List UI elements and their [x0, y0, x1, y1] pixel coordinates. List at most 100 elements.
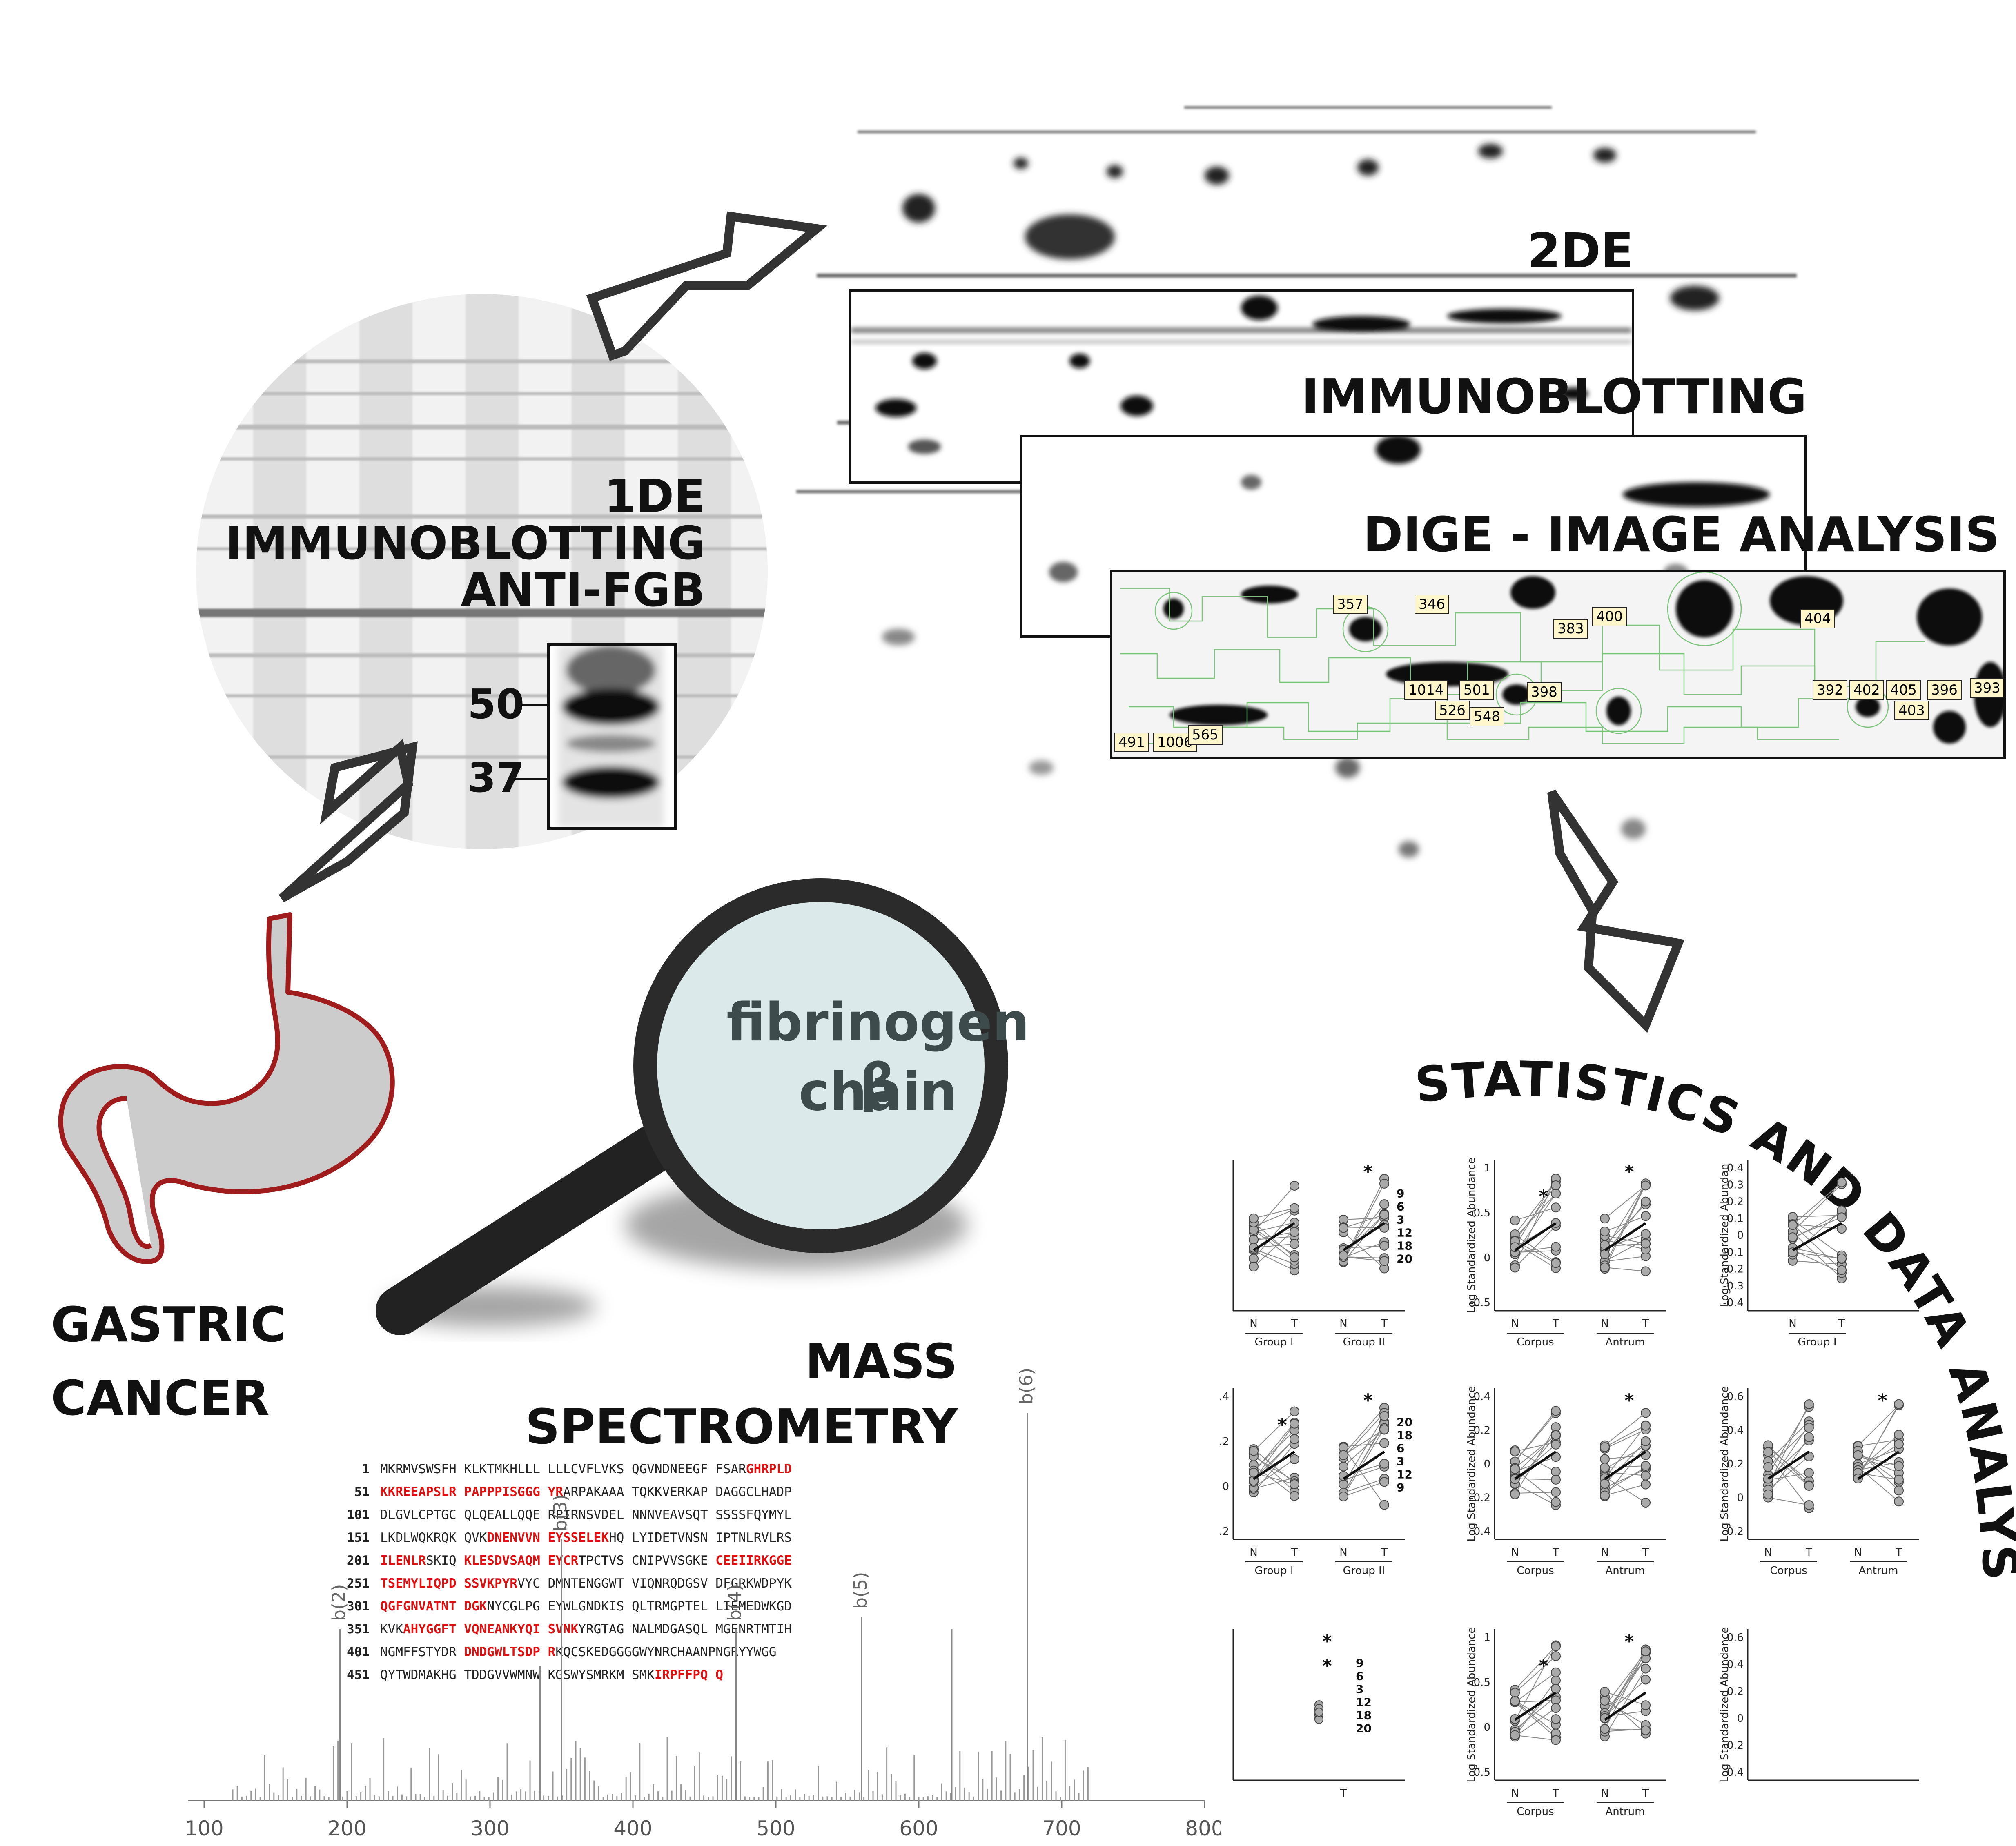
spot-label: 404 — [1800, 609, 1835, 628]
point-annotation: 12 — [1356, 1696, 1372, 1709]
sequence-residues: QVK — [464, 1530, 487, 1545]
data-point — [1641, 1663, 1651, 1674]
data-point — [1339, 1461, 1348, 1472]
data-point — [1290, 1180, 1299, 1191]
sequence-residues: QYTWDMAKHG — [380, 1668, 457, 1682]
panel-y-tick: 0 — [1737, 1492, 1744, 1504]
data-point — [1788, 1220, 1798, 1230]
mean-line — [1253, 1222, 1295, 1251]
point-annotation: 12 — [1397, 1468, 1412, 1481]
panel-y-tick: 0.6 — [1727, 1391, 1744, 1403]
data-point — [1290, 1434, 1299, 1444]
data-point — [1249, 1213, 1259, 1223]
pair-line — [1253, 1430, 1295, 1471]
spot-label: 1014 — [1404, 680, 1448, 700]
panel-group-label: Group II — [1343, 1565, 1385, 1577]
sequence-residues: HQ — [608, 1530, 624, 1545]
sequence-residues: SMK — [631, 1668, 655, 1682]
panel-y-tick: 0.3 — [1727, 1179, 1744, 1191]
data-point — [1551, 1258, 1561, 1268]
sequence-line-number: 401 — [347, 1645, 370, 1659]
pair-line — [1343, 1407, 1385, 1455]
pair-line — [1768, 1421, 1809, 1462]
pair-line — [1768, 1452, 1809, 1486]
pair-line — [1604, 1185, 1646, 1269]
ion-label: b(6) — [1016, 1368, 1037, 1405]
data-point — [1510, 1688, 1520, 1698]
spot-label: 565 — [1188, 725, 1223, 745]
pair-line — [1792, 1210, 1842, 1255]
immunoblotting-label-2de: IMMUNOBLOTTING — [1301, 368, 1807, 425]
pair-line — [1515, 1434, 1556, 1475]
pair-line — [1343, 1204, 1385, 1256]
mean-line — [1514, 1222, 1557, 1251]
data-point — [1641, 1238, 1651, 1249]
panel-x-label: N — [1511, 1546, 1519, 1559]
spot-label: 400 — [1592, 607, 1627, 626]
panel-group-label: Corpus — [1517, 1806, 1554, 1818]
western-blot-image — [547, 643, 677, 830]
panel-x-label: T — [1642, 1546, 1649, 1559]
panel-y-label: Log Standardized Abundance — [1466, 1157, 1478, 1313]
panel-x-label: N — [1250, 1318, 1257, 1330]
sequence-covered-peptide: SSVKPYR — [464, 1576, 517, 1591]
pair-line — [1604, 1256, 1646, 1262]
pair-line — [1253, 1229, 1295, 1267]
pair-line — [1604, 1425, 1646, 1447]
panel-y-tick: -0.2 — [1470, 1492, 1490, 1504]
spot-label: 398 — [1527, 682, 1562, 702]
data-point — [1551, 1180, 1561, 1190]
pair-line — [1253, 1465, 1295, 1496]
sequence-residues: NNNVEAVSQT — [631, 1508, 708, 1522]
pair-line — [1604, 1697, 1646, 1734]
panel-y-tick: .4 — [1219, 1391, 1229, 1403]
sequence-residues: LYIDETVNSN — [631, 1530, 708, 1545]
pair-line — [1604, 1204, 1646, 1245]
panel-y-tick: -0.3 — [1723, 1280, 1744, 1292]
sequence-line-number: 51 — [354, 1485, 370, 1499]
data-point — [1551, 1406, 1561, 1416]
pair-line — [1515, 1478, 1556, 1480]
pair-line — [1343, 1256, 1385, 1259]
significance-star: * — [1363, 1390, 1372, 1411]
data-point — [1339, 1479, 1348, 1490]
1de-label: 1DE — [604, 470, 705, 523]
panel-y-tick: 0.5 — [1474, 1677, 1490, 1689]
pair-line — [1515, 1185, 1556, 1242]
image-analysis-panel: 357 346 383 400 404 1014 501 526 548 398… — [1110, 570, 2006, 759]
pair-line — [1604, 1728, 1646, 1732]
pair-line — [1343, 1481, 1385, 1497]
panel-x-label: N — [1339, 1318, 1347, 1330]
data-point — [1510, 1263, 1520, 1273]
data-point — [1641, 1725, 1651, 1735]
data-point — [1641, 1479, 1651, 1490]
point-annotation: 3 — [1397, 1213, 1404, 1227]
pair-line — [1792, 1217, 1842, 1238]
pair-line — [1343, 1466, 1385, 1481]
panel-group-label: Antrum — [1606, 1565, 1645, 1577]
data-point — [1641, 1470, 1651, 1481]
spot-label: 501 — [1459, 680, 1494, 700]
panel-group-label: Corpus — [1517, 1336, 1554, 1348]
data-point — [1379, 1209, 1389, 1220]
data-point — [1641, 1229, 1651, 1239]
significance-star: * — [1322, 1655, 1332, 1676]
sequence-residues: MKRMVSWSFH — [380, 1462, 457, 1476]
data-point — [1600, 1442, 1610, 1452]
sequence-covered-peptide: DNDGWLTSDP — [464, 1645, 540, 1659]
pair-line — [1343, 1217, 1385, 1220]
panel-y-tick: 0.1 — [1727, 1213, 1744, 1225]
sequence-residues: KLKTMKHLLL — [464, 1462, 540, 1476]
data-point — [1641, 1266, 1651, 1276]
data-point — [1379, 1438, 1389, 1448]
panel-group-label: Antrum — [1606, 1806, 1645, 1818]
sequence-covered-peptide: CEEIIR — [715, 1553, 762, 1568]
data-point — [1837, 1265, 1847, 1275]
